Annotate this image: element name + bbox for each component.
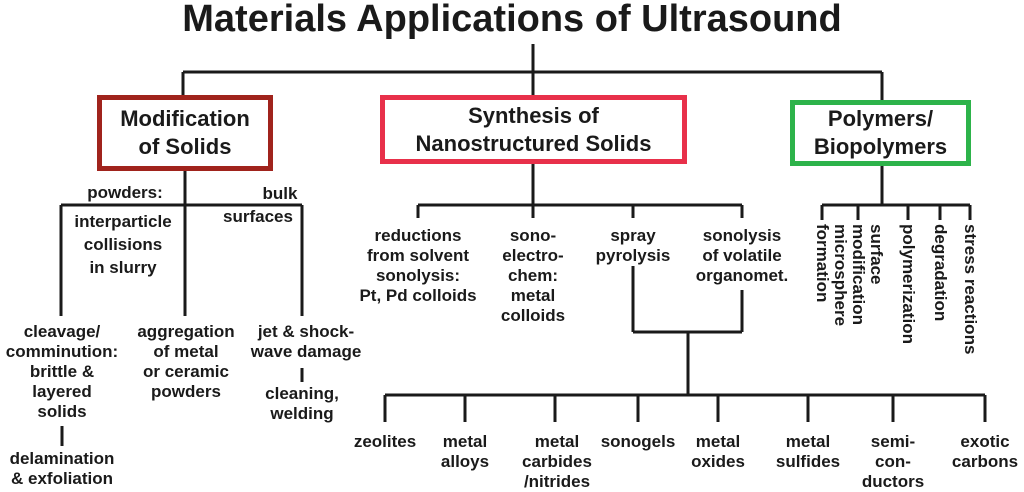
products-connector (383, 393, 987, 422)
bulk-label: bulk (262, 184, 298, 203)
product-semiconductors: semi- con- ductors (861, 432, 925, 491)
synthesis-box: Synthesis of Nanostructured Solids (380, 95, 687, 164)
product-zeolites: zeolites (353, 432, 417, 451)
modification-connector (59, 170, 304, 446)
cleavage-node: cleavage/ comminution: brittle & layered… (5, 322, 119, 421)
product-metal-alloys: metal alloys (440, 432, 490, 471)
method-spray-pyrolysis: spray pyrolysis (595, 226, 671, 265)
merge-connector (631, 266, 744, 395)
product-exotic-carbons: exotic carbons (951, 432, 1019, 471)
polymers-connector (820, 165, 972, 220)
top-connector (181, 44, 884, 101)
product-metal-sulfides: metal sulfides (775, 432, 841, 471)
product-metal-oxides: metal oxides (691, 432, 745, 471)
polymers-box: Polymers/ Biopolymers (790, 100, 971, 166)
delamination-node: delamination & exfoliation (9, 449, 115, 488)
cleaning-node: cleaning, welding (265, 384, 339, 423)
modification-box: Modification of Solids (97, 95, 273, 171)
method-sonoelectrochem: sono- electro- chem: metal colloids (500, 226, 566, 325)
jet-shock-node: jet & shock- wave damage (250, 322, 362, 361)
method-sonolysis-organomet: sonolysis of volatile organomet. (695, 226, 789, 285)
product-metal-carbides: metal carbides /nitrides (522, 432, 592, 491)
polymer-polymerization: polymerization (899, 224, 918, 344)
powders-description: interparticle collisions in slurry (74, 212, 172, 277)
synthesis-connector (416, 163, 744, 218)
powders-label: powders: (87, 183, 163, 202)
method-reductions: reductions from solvent sonolysis: Pt, P… (359, 226, 477, 305)
aggregation-node: aggregation of metal or ceramic powders (137, 322, 235, 401)
polymer-stress-reactions: stress reactions (961, 224, 980, 355)
polymer-degradation: degradation (931, 224, 950, 322)
polymer-microsphere: microsphere formation (813, 224, 850, 327)
polymer-surface-modification: surface modification (849, 224, 886, 326)
product-sonogels: sonogels (600, 432, 676, 451)
surfaces-label: surfaces (223, 207, 293, 226)
diagram-title: Materials Applications of Ultrasound (182, 0, 842, 40)
